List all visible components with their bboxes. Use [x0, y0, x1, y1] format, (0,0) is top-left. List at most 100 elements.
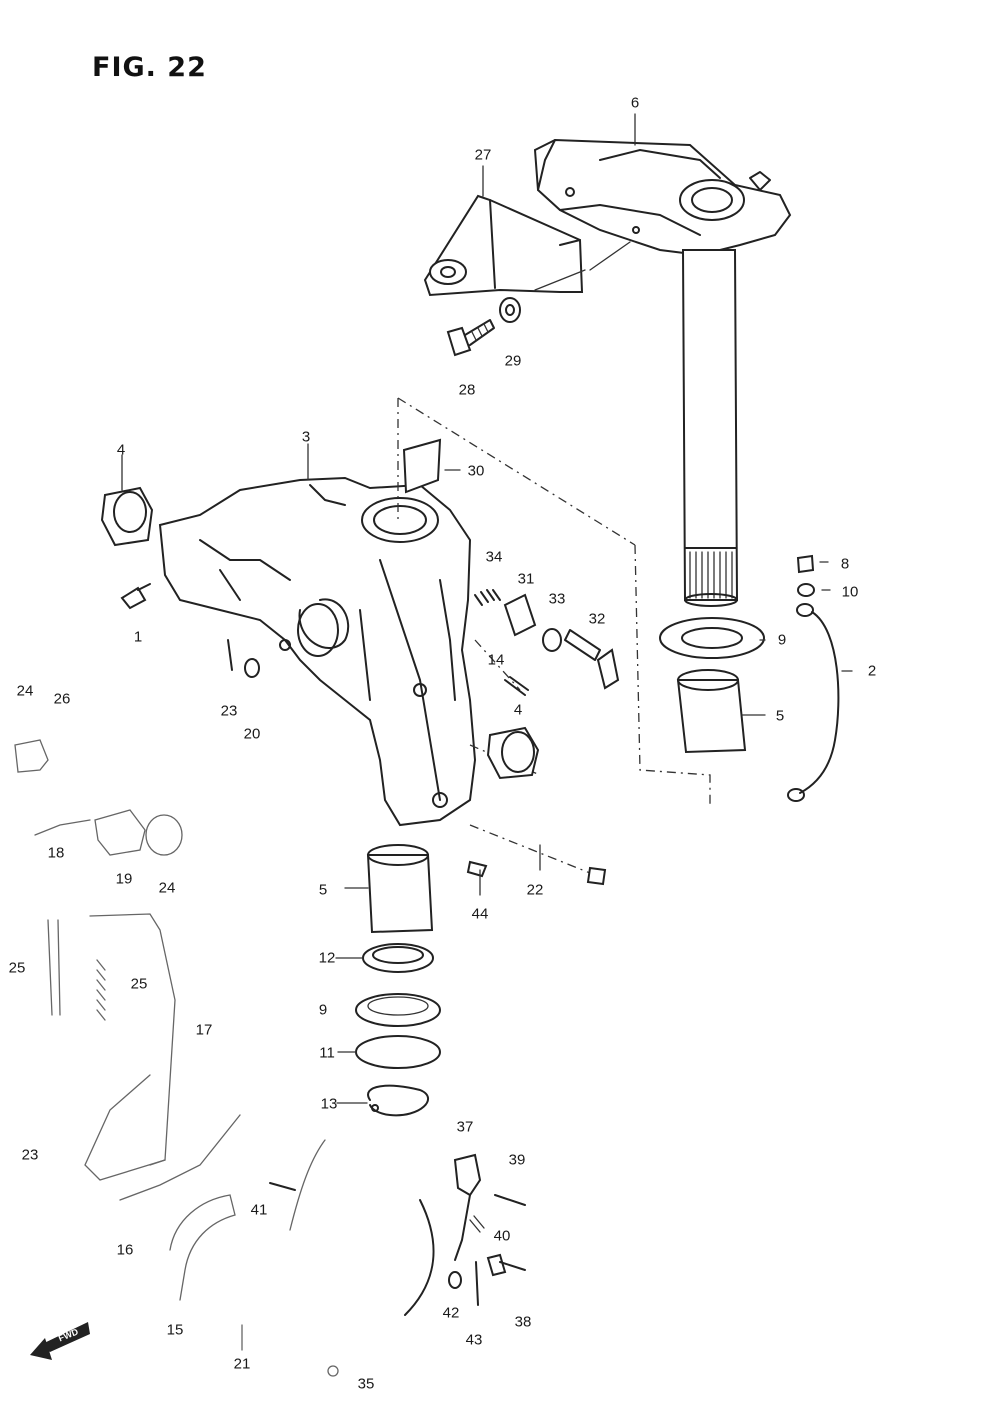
- bushing-5-lower: [366, 844, 434, 934]
- callout-20: 20: [243, 725, 261, 743]
- callout-28: 28: [458, 381, 476, 399]
- callout-2: 2: [867, 662, 877, 680]
- callout-9-upper: 9: [777, 631, 787, 649]
- spring-40: [469, 1215, 485, 1233]
- washer-9-upper: [659, 617, 765, 659]
- callout-37: 37: [456, 1118, 474, 1136]
- callout-21: 21: [233, 1355, 251, 1373]
- bracket-plate: [423, 194, 631, 297]
- clip-44: [466, 860, 488, 878]
- bolt-32: [564, 629, 620, 690]
- callout-14: 14: [487, 651, 505, 669]
- callout-41: 41: [250, 1201, 268, 1219]
- ring-11: [355, 1035, 441, 1069]
- bushing-31: [503, 593, 537, 637]
- plug-4-upper: [100, 486, 154, 547]
- callout-32: 32: [588, 610, 606, 628]
- bolt-28: [446, 319, 495, 357]
- nut-35: [327, 1365, 339, 1377]
- pad-30: [402, 438, 442, 494]
- callout-9-lower: 9: [318, 1001, 328, 1019]
- callout-39: 39: [508, 1151, 526, 1169]
- callout-6: 6: [630, 94, 640, 112]
- callout-25: 25: [130, 975, 148, 993]
- callout-11: 11: [319, 1044, 335, 1062]
- screw-8: [796, 554, 815, 574]
- steering-bracket: [533, 138, 792, 257]
- callout-1: 1: [133, 628, 143, 646]
- swivel-case: [158, 476, 477, 827]
- forward-arrow-icon: [30, 1322, 90, 1360]
- nut-29: [499, 297, 521, 323]
- screw-39: [494, 1194, 526, 1206]
- callout-23-upper: 23: [220, 702, 238, 720]
- cotter-pin-23: [227, 639, 233, 671]
- callout-33: 33: [548, 590, 566, 608]
- callout-5-lower: 5: [318, 881, 328, 899]
- steering-shaft: [681, 249, 739, 607]
- callout-25-left: 25: [8, 959, 26, 977]
- callout-4-lower: 4: [513, 701, 523, 719]
- lead-wire-2: [787, 603, 840, 802]
- washer-20: [244, 658, 260, 678]
- plug-4-lower: [486, 726, 540, 780]
- callout-10: 10: [841, 583, 859, 601]
- collar-19: [94, 809, 146, 856]
- callout-31: 31: [517, 570, 535, 588]
- bolt-38: [486, 1253, 526, 1277]
- callout-26: 26: [53, 690, 71, 708]
- callout-23-lower: 23: [21, 1146, 39, 1164]
- callout-19: 19: [115, 870, 133, 888]
- callout-4-upper: 4: [116, 441, 126, 459]
- link-arm: [404, 1199, 435, 1316]
- callout-38: 38: [514, 1313, 532, 1331]
- callout-12: 12: [318, 949, 336, 967]
- callout-34: 34: [485, 548, 503, 566]
- lever-37: [453, 1153, 482, 1261]
- callout-8: 8: [840, 555, 850, 573]
- bolt-41: [269, 1182, 296, 1191]
- callout-17: 17: [195, 1021, 213, 1039]
- lever-bar: [289, 1139, 326, 1231]
- callout-16: 16: [116, 1241, 134, 1259]
- callout-42: 42: [442, 1304, 460, 1322]
- washer-10: [797, 583, 815, 597]
- figure-title: FIG. 22: [92, 52, 207, 83]
- leader-lines: [121, 113, 853, 1104]
- callout-30: 30: [467, 462, 485, 480]
- rod-17: [84, 913, 176, 1181]
- callout-40: 40: [493, 1227, 511, 1245]
- callout-27: 27: [474, 146, 492, 164]
- callout-18: 18: [47, 844, 65, 862]
- callout-5-upper: 5: [775, 707, 785, 725]
- spring-34: [474, 589, 501, 606]
- seal-12: [362, 943, 434, 973]
- callout-43: 43: [465, 1331, 483, 1349]
- washer-9-lower: [355, 993, 441, 1027]
- callout-13: 13: [320, 1095, 338, 1113]
- callout-22: 22: [526, 881, 544, 899]
- callout-35: 35: [357, 1375, 375, 1393]
- callout-44: 44: [471, 905, 489, 923]
- callout-24-lower: 24: [158, 879, 176, 897]
- cam-16: [119, 1114, 241, 1201]
- lever-18: [34, 819, 91, 836]
- circlip-13: [367, 1084, 429, 1117]
- grease-nipple-1: [120, 583, 151, 610]
- plug-26: [14, 739, 49, 773]
- callout-29: 29: [504, 352, 522, 370]
- callout-3: 3: [301, 428, 311, 446]
- bushing-5-upper: [676, 669, 747, 754]
- pin-22: [586, 866, 607, 886]
- washer-42: [448, 1271, 462, 1289]
- nut-33: [542, 628, 562, 652]
- tilt-lever-15: [169, 1194, 236, 1301]
- pin-43: [475, 1261, 479, 1306]
- callout-24-upper: 24: [16, 682, 34, 700]
- spring-25: [47, 919, 106, 1021]
- callout-15: 15: [166, 1321, 184, 1339]
- plug-24-lower: [145, 814, 183, 856]
- pin-14: [504, 676, 529, 696]
